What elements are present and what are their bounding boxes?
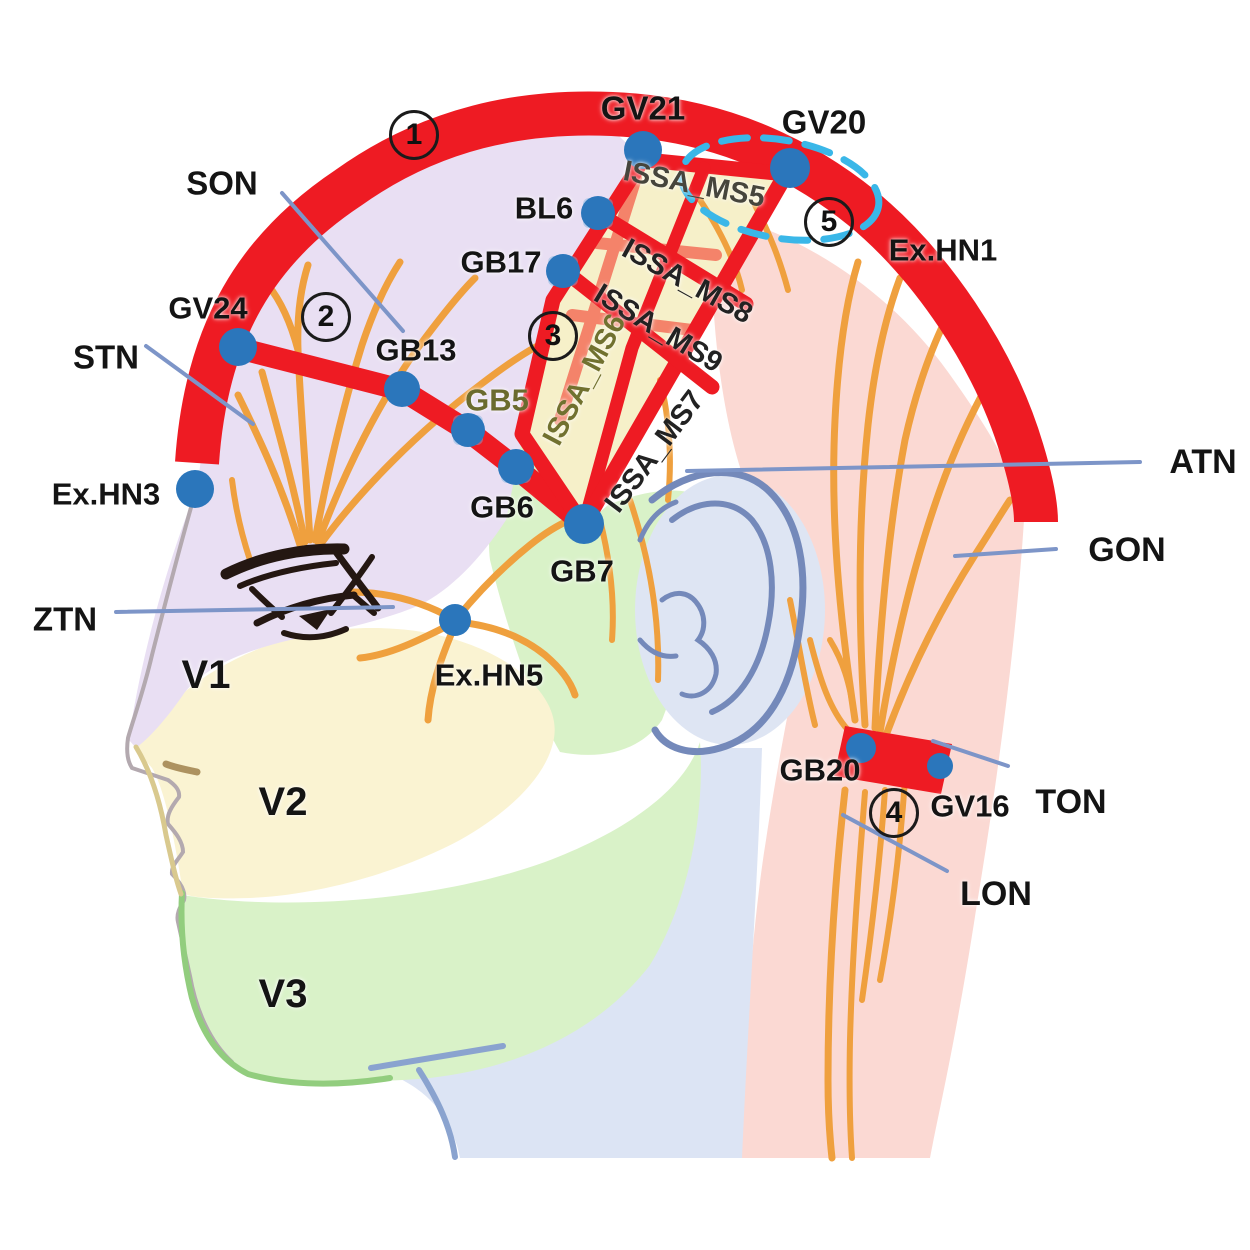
dot-gb13 [384,371,420,407]
label-gb6: GB6 [470,489,534,525]
lon-leader [841,813,949,873]
region-back-of-head [712,225,1024,1158]
main-scalp-band [175,91,1058,523]
dot-gb7 [564,504,604,544]
line-ms9 [558,264,720,395]
label-lon: LON [960,875,1032,913]
label-ex-hn3: Ex.HN3 [51,476,161,512]
dot-gv16 [927,753,953,779]
ear-icon [637,469,807,755]
label-gb5: GB5 [465,382,529,418]
dot-gb17 [546,254,580,288]
label-son: SON [186,164,258,202]
label-stn: STN [73,338,139,376]
v3-chin-border [178,890,393,1087]
leader-lines [114,191,1142,873]
zone-marker-1-number: 1 [405,118,423,151]
label-v2: V2 [258,780,308,824]
line-ms5 [638,152,794,182]
band-gb13-gb7 [391,379,595,535]
ztn-leader [114,605,395,614]
region-v2 [135,628,555,899]
dot-gv20 [770,148,810,188]
dot-ex-hn3 [176,470,214,508]
dot-gb20 [846,733,876,763]
dot-bl6 [581,196,615,230]
region-fills [129,115,1024,1158]
dot-gb6 [498,449,534,485]
label-v3: V3 [258,972,308,1016]
dot-gv24 [219,328,257,366]
zone-marker-5-number: 5 [820,205,838,238]
zone-marker-3-number: 3 [544,319,562,352]
red-scalp-band [175,91,1058,794]
label-gv21: GV21 [600,89,686,127]
dot-gv21 [624,131,662,169]
region-v1 [129,115,642,749]
label-atn: ATN [1169,443,1237,481]
region-temporal [489,430,691,755]
ladder-rail-middle [578,161,711,527]
jaw-neck-lines [368,1043,506,1160]
line-ms8 [591,206,754,312]
label-ex-hn5: Ex.HN5 [434,657,544,693]
region-v3 [181,742,701,1082]
acupoint-dots [176,131,953,779]
label-gon: GON [1088,531,1166,569]
label-gv24: GV24 [168,290,248,326]
zone-marker-4-number: 4 [885,796,903,829]
label-gv20: GV20 [781,103,867,141]
son-leader [280,191,405,333]
label-gb20: GB20 [779,752,861,788]
dot-ex-hn5 [439,604,471,636]
label-ztn: ZTN [32,600,98,638]
ton-leader [931,739,1010,768]
zone-marker-2-number: 2 [317,300,335,333]
stn-leader [144,344,255,426]
label-ex-hn1: Ex.HN1 [888,232,998,268]
label-v1: V1 [181,653,231,697]
region-ear-background [635,475,825,745]
label-gb17: GB17 [460,244,542,280]
zone-marker-5: 5 [804,197,854,247]
label-ton: TON [1035,783,1107,821]
zone-marker-1: 1 [389,110,439,160]
label-gv16: GV16 [930,788,1010,824]
eye-and-eyebrow [220,543,382,641]
zone-marker-3: 3 [528,311,578,361]
atn-leader [685,460,1142,473]
zone-marker-2: 2 [301,292,351,342]
band-gv24-gb13 [227,337,413,401]
gon-leader [953,547,1058,558]
nostril-mark [162,760,201,776]
zone-marker-4: 4 [869,788,919,838]
dot-gb5 [451,413,485,447]
label-bl6: BL6 [514,190,574,226]
label-gb7: GB7 [550,553,614,589]
label-gb13: GB13 [375,332,457,368]
v2-nose-border [133,744,184,897]
zone5-dashed-ellipse [677,134,883,244]
